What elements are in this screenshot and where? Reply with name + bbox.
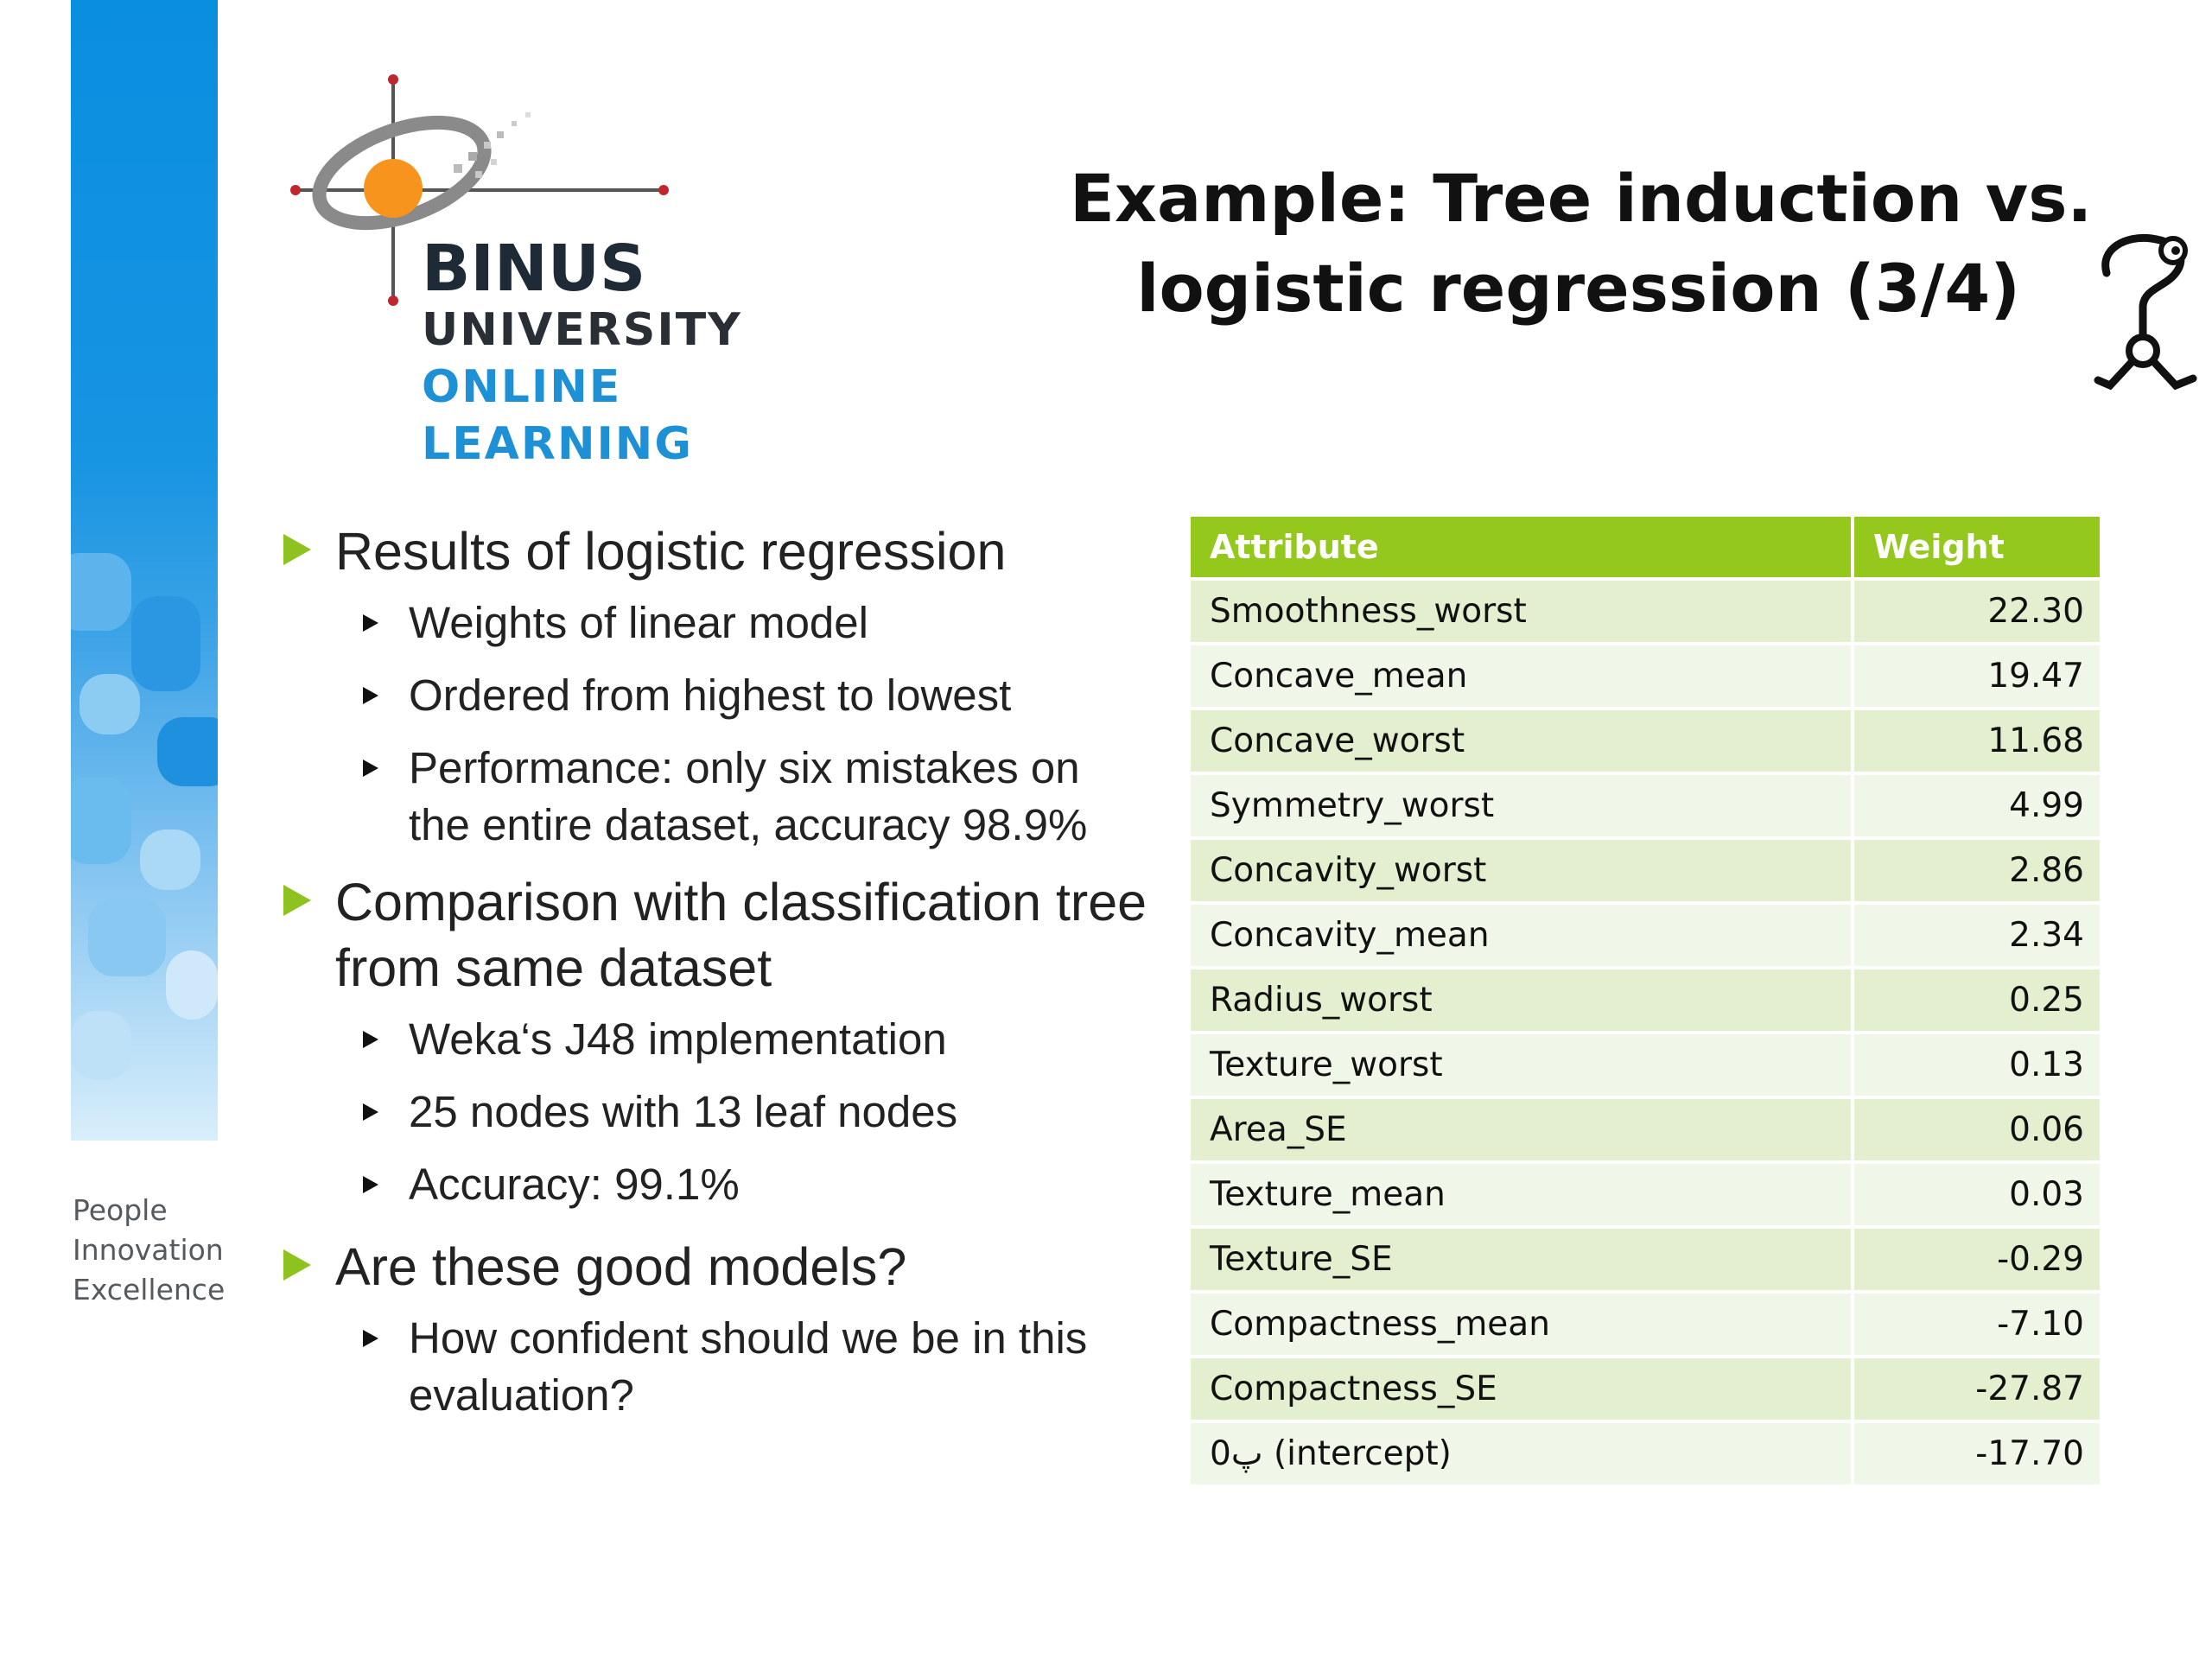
- decorative-side-strip: [71, 0, 218, 1141]
- bullet-text: Weights of linear model: [409, 598, 868, 647]
- tagline-people: People: [73, 1193, 168, 1227]
- logo-crosshair-icon: [290, 74, 669, 306]
- table-header-row: Attribute Weight: [1191, 517, 2103, 581]
- table-row: Compactness_mean-7.10: [1191, 1294, 2103, 1358]
- bullet-text: Results of logistic regression: [335, 522, 1007, 581]
- weight-cell: 0.13: [1854, 1034, 2103, 1099]
- tagline: People Innovation Excellence: [73, 1191, 225, 1310]
- bullet-text: Comparison with classification tree from…: [335, 873, 1147, 997]
- weight-cell: -27.87: [1854, 1358, 2103, 1423]
- black-triangle-bullet-icon: [363, 1176, 378, 1193]
- attribute-cell: Concavity_mean: [1191, 905, 1854, 969]
- black-triangle-bullet-icon: [363, 614, 378, 632]
- attribute-cell: Texture_SE: [1191, 1229, 1854, 1294]
- weight-cell: 0.03: [1854, 1164, 2103, 1229]
- weight-cell: -7.10: [1854, 1294, 2103, 1358]
- table-row: Compactness_SE-27.87: [1191, 1358, 2103, 1423]
- weight-cell: 11.68: [1854, 710, 2103, 775]
- green-triangle-bullet-icon: [283, 534, 311, 565]
- attribute-cell: Texture_mean: [1191, 1164, 1854, 1229]
- bullet-level1: Comparison with classification tree from…: [283, 869, 1147, 1001]
- slide-title: Example: Tree induction vs. logistic reg…: [1070, 154, 2093, 334]
- column-header-weight: Weight: [1854, 517, 2103, 581]
- attribute-cell: Radius_worst: [1191, 969, 1854, 1034]
- bullet-text: Ordered from highest to lowest: [409, 671, 1012, 720]
- bullet-level2: 25 nodes with 13 leaf nodes: [283, 1084, 1147, 1141]
- table-row: ﭖ0 (intercept)-17.70: [1191, 1423, 2103, 1488]
- bullet-level1: Are these good models?: [283, 1234, 1147, 1300]
- weight-cell: 0.06: [1854, 1099, 2103, 1164]
- logo-university: UNIVERSITY: [422, 304, 742, 356]
- attribute-cell: Area_SE: [1191, 1099, 1854, 1164]
- bullet-text: Accuracy: 99.1%: [409, 1160, 740, 1209]
- black-triangle-bullet-icon: [363, 1031, 378, 1048]
- weight-cell: 4.99: [1854, 775, 2103, 840]
- tagline-innovation: Innovation: [73, 1233, 224, 1267]
- binus-logo: BINUS UNIVERSITY ONLINE LEARNING: [285, 69, 741, 475]
- black-triangle-bullet-icon: [363, 687, 378, 704]
- slide-title-line1: Example: Tree induction vs.: [1070, 160, 2093, 237]
- attribute-cell: Smoothness_worst: [1191, 581, 1854, 645]
- bullet-level2: Ordered from highest to lowest: [283, 667, 1147, 724]
- bullet-text: How confident should we be in this evalu…: [409, 1313, 1088, 1420]
- bullet-level2: Weka‘s J48 implementation: [283, 1011, 1147, 1068]
- attribute-cell: Compactness_SE: [1191, 1358, 1854, 1423]
- weight-cell: 0.25: [1854, 969, 2103, 1034]
- bullet-level2: How confident should we be in this evalu…: [283, 1310, 1147, 1424]
- logo-binus: BINUS: [422, 232, 646, 306]
- weight-cell: -17.70: [1854, 1423, 2103, 1488]
- green-triangle-bullet-icon: [283, 885, 311, 916]
- bullet-level2: Accuracy: 99.1%: [283, 1156, 1147, 1213]
- bullet-text: Weka‘s J48 implementation: [409, 1014, 947, 1064]
- attribute-cell: Symmetry_worst: [1191, 775, 1854, 840]
- attribute-cell: Compactness_mean: [1191, 1294, 1854, 1358]
- logo-online: ONLINE: [422, 361, 622, 413]
- column-header-attribute: Attribute: [1191, 517, 1854, 581]
- weight-cell: 2.34: [1854, 905, 2103, 969]
- slide-title-line2: logistic regression (3/4): [1136, 250, 2020, 327]
- attribute-cell: Concavity_worst: [1191, 840, 1854, 905]
- weight-cell: 2.86: [1854, 840, 2103, 905]
- bullet-level2: Weights of linear model: [283, 594, 1147, 652]
- black-triangle-bullet-icon: [363, 1330, 378, 1347]
- attribute-cell: ﭖ0 (intercept): [1191, 1423, 1854, 1488]
- weight-cell: 19.47: [1854, 645, 2103, 710]
- weight-cell: 22.30: [1854, 581, 2103, 645]
- question-mark-figure-icon: [2094, 233, 2197, 391]
- attribute-cell: Texture_worst: [1191, 1034, 1854, 1099]
- weight-cell: -0.29: [1854, 1229, 2103, 1294]
- black-triangle-bullet-icon: [363, 1103, 378, 1121]
- tagline-excellence: Excellence: [73, 1273, 226, 1306]
- bullet-text: 25 nodes with 13 leaf nodes: [409, 1087, 958, 1136]
- attribute-cell: Concave_mean: [1191, 645, 1854, 710]
- bullet-text: Performance: only six mistakes on the en…: [409, 743, 1088, 849]
- attribute-cell: Concave_worst: [1191, 710, 1854, 775]
- black-triangle-bullet-icon: [363, 760, 378, 777]
- bullet-list: Results of logistic regression Weights o…: [283, 518, 1147, 1424]
- bullet-text: Are these good models?: [335, 1237, 907, 1296]
- green-triangle-bullet-icon: [283, 1249, 311, 1281]
- logo-learning: LEARNING: [422, 418, 694, 470]
- table-row: Texture_SE-0.29: [1191, 1229, 2103, 1294]
- bullet-level2: Performance: only six mistakes on the en…: [283, 740, 1147, 854]
- bullet-level1: Results of logistic regression: [283, 518, 1147, 584]
